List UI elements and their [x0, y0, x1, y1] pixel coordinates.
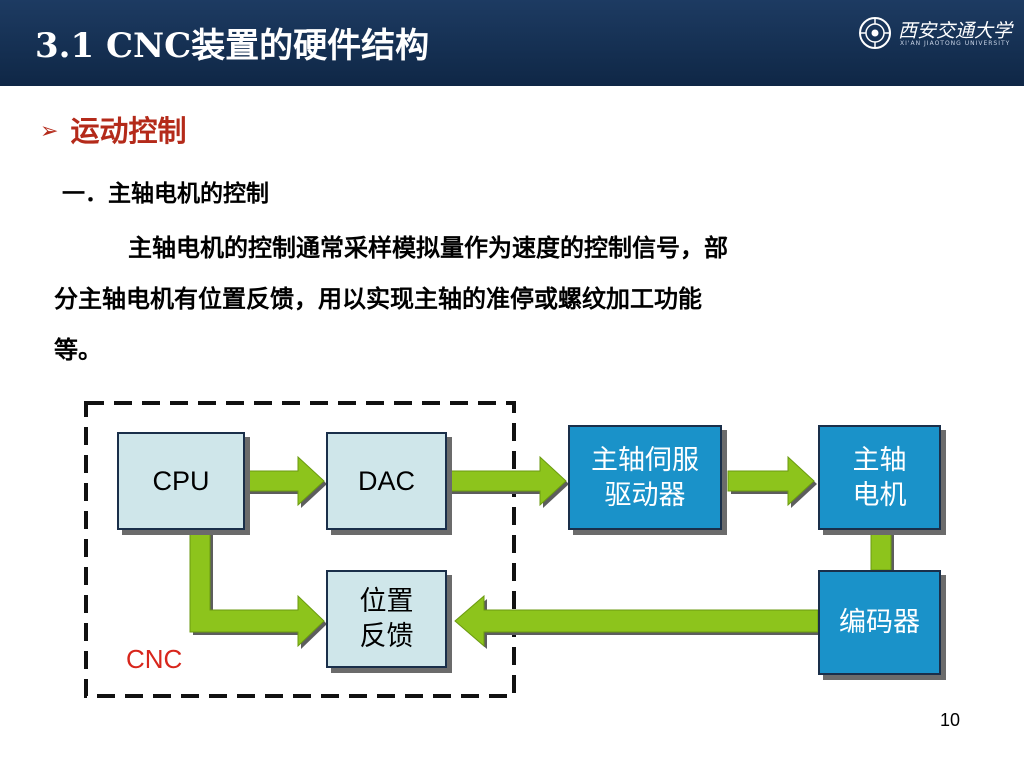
paragraph-line-3: 等。: [54, 336, 102, 364]
spindle-motor-block: 主轴 电机: [818, 425, 941, 530]
arrow-encoder-to-feedback: [454, 594, 821, 649]
page-number: 10: [940, 710, 961, 730]
slide-title: 3.1 CNC装置的硬件结构: [35, 26, 430, 66]
encoder-block: 编码器: [818, 570, 941, 675]
arrow-cpu-to-feedback: [189, 529, 327, 649]
subheading: 一．主轴电机的控制: [62, 181, 269, 207]
spindle-servo-driver-label: 主轴伺服 驱动器: [591, 444, 699, 511]
paragraph-line-2: 分主轴电机有位置反馈，用以实现主轴的准停或螺纹加工功能: [54, 285, 702, 313]
university-logo: 西安交通大学 XI'AN JIAOTONG UNIVERSITY: [858, 14, 1012, 54]
arrow-dac-to-servo: [446, 455, 569, 508]
paragraph-line-1: 主轴电机的控制通常采样模拟量作为速度的控制信号，部: [128, 234, 728, 262]
arrow-servo-to-motor: [727, 455, 817, 508]
cpu-label: CPU: [152, 465, 210, 496]
section-heading: ➢ 运动控制: [40, 108, 186, 150]
logo-subtext: XI'AN JIAOTONG UNIVERSITY: [900, 40, 1011, 47]
spindle-servo-driver-block: 主轴伺服 驱动器: [568, 425, 722, 530]
position-feedback-block: 位置 反馈: [326, 570, 447, 668]
spindle-motor-label: 主轴 电机: [852, 444, 907, 511]
connector-motor-to-encoder: [870, 529, 894, 573]
position-feedback-label: 位置 反馈: [359, 586, 414, 652]
cpu-block: CPU: [117, 432, 245, 530]
dac-block: DAC: [326, 432, 447, 530]
arrow-cpu-to-dac: [245, 455, 327, 508]
section-title: 运动控制: [70, 114, 187, 148]
university-emblem-icon: [859, 17, 891, 49]
arrow-bullet-icon: ➢: [40, 119, 59, 144]
header-bar: 3.1 CNC装置的硬件结构 西安交通大学 XI'AN JIAOTONG UNI…: [0, 0, 1024, 86]
dac-label: DAC: [357, 465, 415, 496]
cnc-boundary: [84, 401, 516, 698]
logo-text: 西安交通大学: [898, 20, 1013, 42]
encoder-label: 编码器: [839, 607, 920, 638]
cnc-boundary-label: CNC: [126, 644, 183, 674]
